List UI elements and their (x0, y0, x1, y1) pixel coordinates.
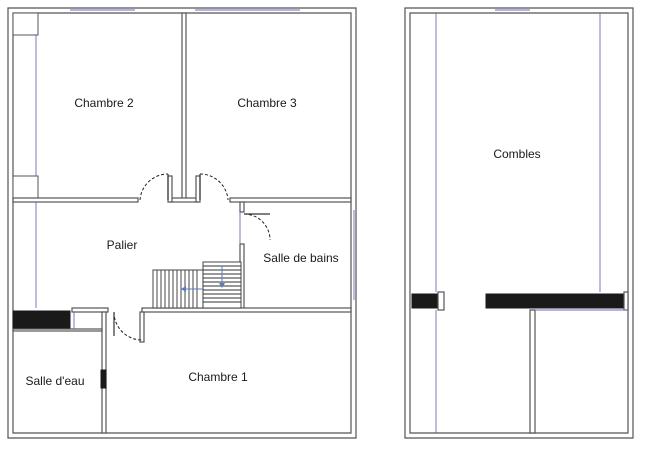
label-salle-d-eau: Salle d'eau (25, 374, 84, 388)
label-palier: Palier (107, 238, 138, 252)
stair-arrow-head-left (181, 286, 186, 292)
wall-chambre-2-3 (181, 12, 187, 200)
window-chambre-2 (12, 12, 39, 36)
wall-bedrooms-palier (12, 197, 139, 203)
outer-wall-combles (404, 7, 634, 439)
door-chambre-2[interactable] (139, 173, 169, 201)
door-chambre-3[interactable] (199, 173, 229, 201)
label-chambre-3: Chambre 3 (237, 96, 297, 110)
label-combles: Combles (493, 147, 540, 161)
staircase (152, 261, 242, 309)
label-chambre-1: Chambre 1 (188, 370, 248, 384)
door-salle-de-bains[interactable] (243, 213, 271, 241)
dark-wall-combles-right (485, 293, 625, 309)
left-floor-plan: Chambre 2 Chambre 3 Palier Salle de bain… (7, 7, 357, 439)
wall-palier-chambre-1 (141, 307, 352, 313)
stair-arrow-head-down (219, 283, 225, 288)
dark-wall-left (12, 310, 71, 330)
right-floor-plan: Combles (404, 7, 634, 439)
dark-jamb (100, 369, 107, 389)
wall-salle-de-bains (239, 201, 245, 213)
window-chambre-2-lower (12, 175, 39, 199)
door-chambre-1[interactable] (113, 311, 143, 341)
dark-wall-combles-left (411, 293, 439, 309)
label-chambre-2: Chambre 2 (74, 96, 134, 110)
label-salle-de-bains: Salle de bains (263, 251, 338, 265)
outer-wall (7, 7, 357, 439)
